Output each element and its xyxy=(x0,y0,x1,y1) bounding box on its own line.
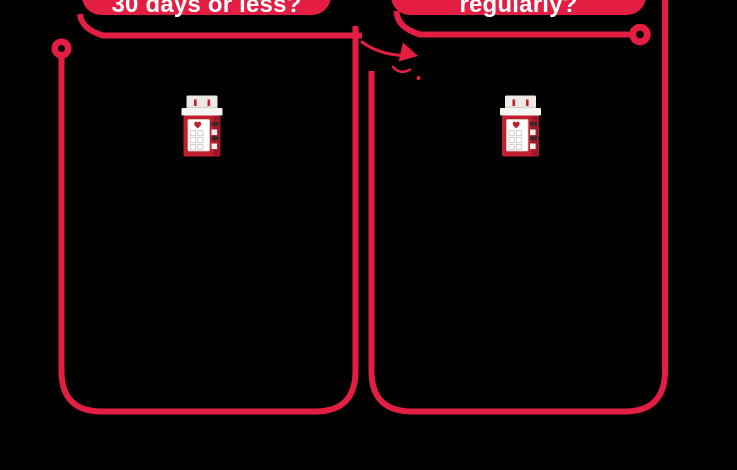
hand-drawn-curved-arrow-icon xyxy=(360,40,421,80)
left-panel-outline xyxy=(58,26,359,415)
left-connector-dot xyxy=(51,38,72,59)
pill-bottle-icon xyxy=(499,95,542,157)
left-banner-label: 30 days or less? xyxy=(111,0,302,18)
right-panel-banner-arc xyxy=(393,10,630,38)
right-banner-pill: regularly? xyxy=(391,0,646,18)
left-banner-pill: 30 days or less? xyxy=(82,0,331,18)
left-panel-banner-arc xyxy=(77,13,362,39)
right-panel-outline xyxy=(368,0,668,415)
right-connector-dot xyxy=(629,23,651,46)
pill-bottle-icon xyxy=(181,95,223,157)
right-banner-label: regularly? xyxy=(459,0,578,18)
